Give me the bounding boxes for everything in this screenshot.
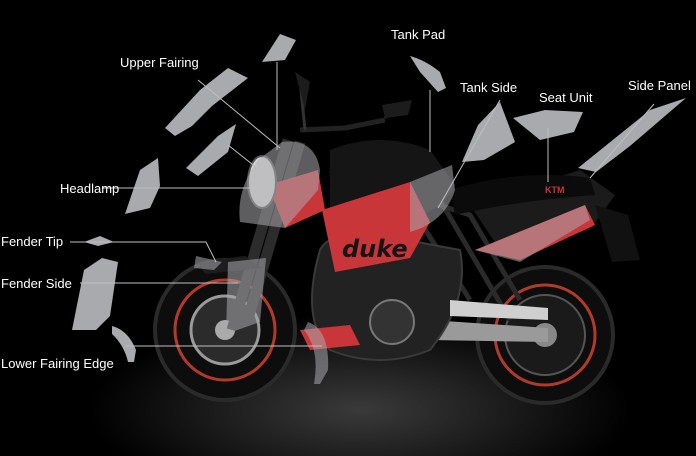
piece-upper-fairing-top bbox=[262, 34, 296, 62]
brand-decal-text: KTM bbox=[545, 185, 565, 195]
label-lower-fairing-edge: Lower Fairing Edge bbox=[1, 356, 114, 371]
bike-decal-text: duke bbox=[342, 235, 408, 263]
side-body-orange bbox=[322, 182, 430, 272]
overlay-tank-side bbox=[410, 165, 455, 232]
piece-tank-pad bbox=[410, 56, 446, 92]
label-headlamp: Headlamp bbox=[60, 181, 120, 196]
piece-lower-fairing-edge bbox=[112, 326, 136, 362]
leader-side-panel bbox=[589, 103, 655, 179]
piece-fender-side bbox=[72, 258, 118, 330]
piece-tank-side bbox=[462, 102, 515, 162]
leader-tank-side bbox=[437, 99, 501, 209]
plate-holder bbox=[595, 205, 640, 262]
engine-cover bbox=[369, 299, 415, 345]
label-seat-unit: Seat Unit bbox=[539, 90, 593, 105]
mirror-right bbox=[382, 100, 412, 118]
label-fender-tip: Fender Tip bbox=[1, 234, 64, 249]
piece-seat-unit bbox=[513, 110, 583, 140]
piece-fender-tip bbox=[84, 236, 114, 246]
handlebar bbox=[299, 117, 386, 133]
label-tank-pad: Tank Pad bbox=[391, 27, 446, 42]
seat bbox=[450, 174, 595, 215]
leader-upper-fairing bbox=[197, 79, 281, 149]
overlay-upper-fairing bbox=[239, 141, 320, 228]
overlay-lower-fairing-edge bbox=[304, 322, 329, 384]
film-overlays-on-bike bbox=[194, 141, 590, 384]
front-wheel bbox=[153, 258, 297, 402]
mirror-left bbox=[295, 72, 310, 110]
leader-fender-tip bbox=[70, 241, 217, 263]
piece-upper-fairing-left bbox=[165, 68, 248, 136]
exhaust bbox=[450, 300, 548, 320]
leader-lines bbox=[70, 62, 655, 347]
piece-upper-fairing-right bbox=[186, 124, 236, 176]
leader-upper-fairing-right bbox=[227, 144, 273, 181]
overlay-fender-tip bbox=[194, 256, 222, 270]
label-side-panel: Side Panel bbox=[628, 78, 691, 93]
swingarm bbox=[430, 320, 548, 342]
label-tank-side: Tank Side bbox=[460, 80, 518, 95]
film-pieces bbox=[72, 34, 686, 362]
label-fender-side: Fender Side bbox=[1, 276, 72, 291]
piece-side-panel bbox=[578, 98, 686, 172]
overlay-side-panel bbox=[475, 205, 590, 262]
label-upper-fairing: Upper Fairing bbox=[120, 55, 199, 70]
overlay-fender-side bbox=[226, 258, 266, 334]
piece-headlamp bbox=[125, 158, 160, 214]
